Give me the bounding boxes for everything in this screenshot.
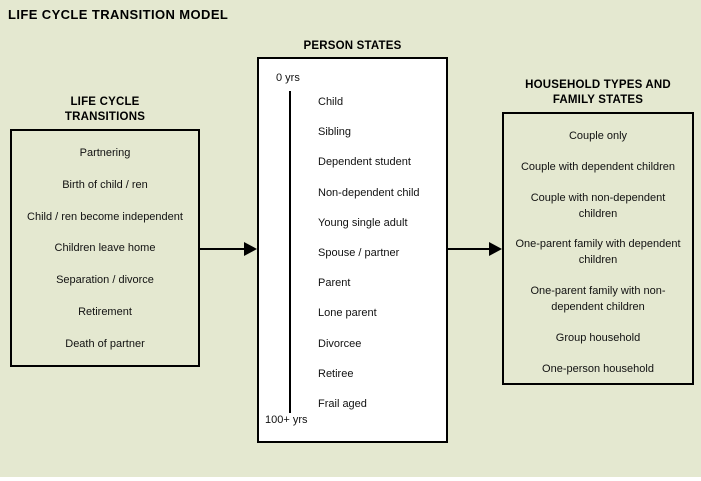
household-type-item: Couple only bbox=[568, 130, 628, 142]
age-timeline bbox=[289, 91, 291, 413]
arrow-middle-to-right bbox=[448, 242, 502, 256]
transition-item: Child / ren become independent bbox=[27, 210, 183, 223]
household-type-item: Couple with non-dependent children bbox=[530, 191, 666, 220]
household-type-item: Group household bbox=[555, 332, 641, 345]
household-type-item: Couple with dependent children bbox=[520, 160, 676, 173]
household-type-item: One-parent family with dependent childre… bbox=[515, 238, 681, 267]
household-type-item: One-person household bbox=[542, 362, 654, 375]
person-state-item: Dependent student bbox=[318, 156, 411, 169]
person-state-item: Child bbox=[318, 96, 344, 109]
person-states-list: Child Sibling Dependent student Non-depe… bbox=[318, 87, 442, 419]
person-state-item: Sibling bbox=[318, 126, 352, 139]
diagram-title: LIFE CYCLE TRANSITION MODEL bbox=[8, 7, 229, 22]
arrow-shaft bbox=[200, 248, 246, 250]
household-types-box: Couple only Couple with dependent childr… bbox=[502, 112, 694, 385]
left-panel-header: LIFE CYCLE TRANSITIONS bbox=[64, 96, 146, 123]
person-state-item: Young single adult bbox=[318, 216, 408, 229]
person-state-item: Frail aged bbox=[318, 397, 367, 410]
transition-item: Retirement bbox=[78, 306, 132, 319]
middle-panel-header: PERSON STATES bbox=[303, 40, 402, 52]
transition-item: Birth of child / ren bbox=[62, 178, 148, 191]
household-type-item: One-parent family with non-dependent chi… bbox=[530, 285, 666, 314]
arrow-shaft bbox=[448, 248, 491, 250]
transition-item: Partnering bbox=[79, 147, 131, 159]
arrowhead-icon bbox=[244, 242, 257, 256]
transition-item: Separation / divorce bbox=[56, 274, 154, 287]
transition-item: Death of partner bbox=[65, 337, 145, 350]
right-panel-header: HOUSEHOLD TYPES AND FAMILY STATES bbox=[525, 79, 671, 106]
person-state-item: Non-dependent child bbox=[318, 186, 420, 199]
arrow-left-to-middle bbox=[200, 242, 257, 256]
person-states-box: 0 yrs Child Sibling Dependent student No… bbox=[257, 57, 448, 443]
person-state-item: Lone parent bbox=[318, 307, 377, 320]
person-state-item: Retiree bbox=[318, 367, 354, 380]
arrowhead-icon bbox=[489, 242, 502, 256]
person-state-item: Divorcee bbox=[318, 337, 362, 350]
person-state-item: Spouse / partner bbox=[318, 247, 400, 260]
life-cycle-transitions-box: Partnering Birth of child / ren Child / … bbox=[10, 129, 200, 367]
age-end-label: 100+ yrs bbox=[265, 414, 308, 426]
person-state-item: Parent bbox=[318, 277, 351, 290]
age-start-label: 0 yrs bbox=[276, 72, 300, 84]
transition-item: Children leave home bbox=[54, 242, 156, 255]
